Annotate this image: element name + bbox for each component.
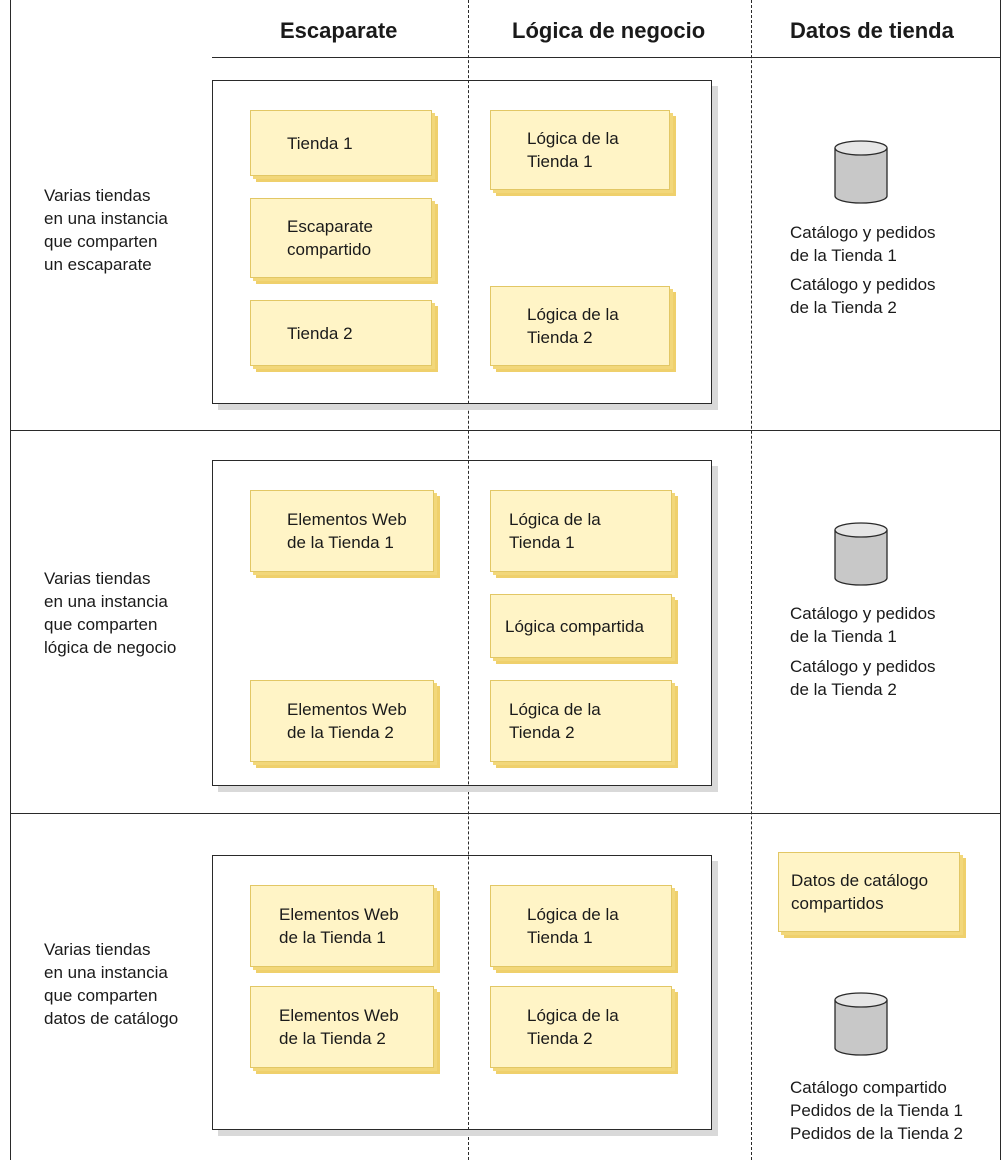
column-header-business-logic: Lógica de negocio bbox=[512, 18, 706, 43]
component-store-2-web-elements: Elementos Web de la Tienda 2 bbox=[250, 986, 434, 1068]
row-label-shared-business-logic: Varias tiendas en una instancia que comp… bbox=[44, 569, 177, 657]
store-data-text-1: Catálogo y pedidos de la Tienda 1 bbox=[790, 223, 936, 265]
component-shared-logic: Lógica compartida bbox=[490, 594, 672, 658]
database-icon bbox=[834, 522, 888, 586]
store-data-text-2: Catálogo y pedidos de la Tienda 2 bbox=[790, 275, 936, 317]
column-divider-logic bbox=[468, 0, 469, 1160]
column-divider-data bbox=[751, 0, 752, 1160]
database-icon bbox=[834, 992, 888, 1056]
row-divider-1 bbox=[10, 430, 1001, 431]
column-header-store-data: Datos de tienda bbox=[790, 18, 954, 43]
component-store-1-logic: Lógica de la Tienda 1 bbox=[490, 885, 672, 967]
component-store-2-storefront: Tienda 2 bbox=[250, 300, 432, 366]
instance-box-shared-storefront bbox=[212, 80, 712, 404]
component-store-1-storefront: Tienda 1 bbox=[250, 110, 432, 176]
component-store-1-logic: Lógica de la Tienda 1 bbox=[490, 110, 670, 190]
column-header-storefront: Escaparate bbox=[280, 18, 398, 43]
store-data-text-2: Catálogo y pedidos de la Tienda 2 bbox=[790, 657, 936, 699]
row-divider-2 bbox=[10, 813, 1001, 814]
row-label-shared-storefront: Varias tiendas en una instancia que comp… bbox=[44, 186, 168, 274]
component-shared-catalog-data: Datos de catálogo compartidos bbox=[778, 852, 960, 932]
component-store-2-logic: Lógica de la Tienda 2 bbox=[490, 680, 672, 762]
component-store-1-web-elements: Elementos Web de la Tienda 1 bbox=[250, 885, 434, 967]
component-store-2-logic: Lógica de la Tienda 2 bbox=[490, 286, 670, 366]
component-store-2-web-elements: Elementos Web de la Tienda 2 bbox=[250, 680, 434, 762]
instance-box-shared-business-logic bbox=[212, 460, 712, 786]
store-data-text-shared: Catálogo compartido Pedidos de la Tienda… bbox=[790, 1078, 963, 1143]
row-label-shared-catalog-data: Varias tiendas en una instancia que comp… bbox=[44, 940, 179, 1028]
instance-box-shared-catalog-data bbox=[212, 855, 712, 1130]
component-shared-storefront: Escaparate compartido bbox=[250, 198, 432, 278]
store-data-text-1: Catálogo y pedidos de la Tienda 1 bbox=[790, 604, 936, 646]
header-rule bbox=[212, 57, 1001, 58]
component-store-2-logic: Lógica de la Tienda 2 bbox=[490, 986, 672, 1068]
database-icon bbox=[834, 140, 888, 204]
component-store-1-logic: Lógica de la Tienda 1 bbox=[490, 490, 672, 572]
component-store-1-web-elements: Elementos Web de la Tienda 1 bbox=[250, 490, 434, 572]
outer-frame bbox=[10, 0, 1001, 1160]
